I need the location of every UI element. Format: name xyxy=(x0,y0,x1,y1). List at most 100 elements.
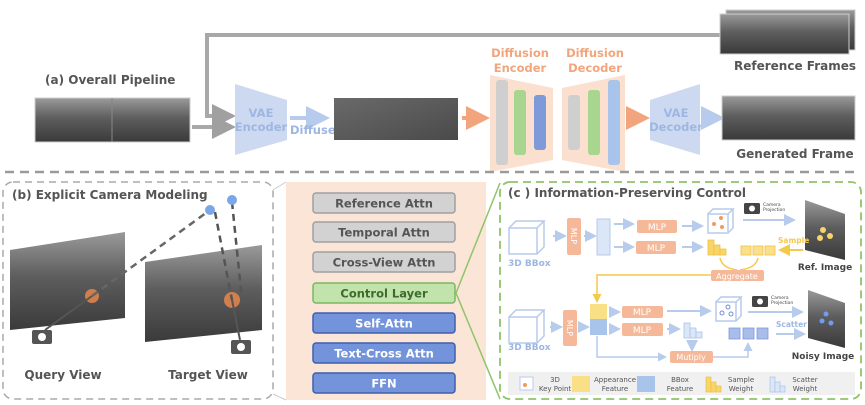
layer-label: Temporal Attn xyxy=(338,226,430,240)
overall-pipeline: (a) Overall Pipeline VAE Encoder Diffuse… xyxy=(34,9,856,172)
blue-bars xyxy=(779,385,786,393)
mlp-box-2 xyxy=(636,241,676,254)
encoder-gray-bar xyxy=(496,80,508,165)
legend xyxy=(508,372,855,395)
layer-label: Reference Attn xyxy=(335,197,433,211)
bbox-label-lower: 3D BBox xyxy=(508,343,551,353)
scatter-point xyxy=(823,311,829,317)
layer-label: FFN xyxy=(371,377,396,391)
reference-frames-label: Reference Frames xyxy=(734,59,856,73)
scatter-label: Scatter xyxy=(776,320,807,329)
control-frame xyxy=(499,181,862,400)
layer-ffn: FFN xyxy=(312,372,456,394)
target-camera-icon xyxy=(231,340,251,354)
zoom-line-top xyxy=(272,181,287,191)
target-ray-1 xyxy=(213,211,234,301)
bbox-to-multiply-arrow xyxy=(596,336,667,362)
legend-label: Feature xyxy=(667,385,693,393)
bbox-label-upper: 3D BBox xyxy=(508,259,551,269)
mlp-vertical-lower xyxy=(563,310,577,346)
layer-box xyxy=(312,221,456,243)
layer-label: Text-Cross Attn xyxy=(334,347,434,361)
mlp-label: MLP xyxy=(648,223,667,233)
query-projection-line xyxy=(44,295,93,331)
encoder-green-bar xyxy=(514,90,526,155)
sample-label: Sample xyxy=(778,236,809,245)
noisy-image xyxy=(808,290,845,348)
multiply-label: Mutiply xyxy=(676,353,706,362)
legend-label: Weight xyxy=(729,385,754,393)
camera-projection-label: Projection xyxy=(763,207,785,213)
vae-decoder-block xyxy=(650,84,700,155)
target-ray-2 xyxy=(230,201,244,301)
appearance-feature-swatch xyxy=(572,376,590,392)
mlp-label: MLP xyxy=(647,244,666,254)
pipeline-title: (a) Overall Pipeline xyxy=(45,73,175,87)
target-view-image xyxy=(145,245,262,342)
query-view-label: Query View xyxy=(24,368,101,382)
diffusion-decoder-label-1: Diffusion xyxy=(566,46,624,60)
layer-cross-view-attn: Cross-View Attn xyxy=(312,251,456,273)
control-title: (c ) Information-Preserving Control xyxy=(508,186,746,200)
layer-text-cross-attn: Text-Cross Attn xyxy=(312,342,456,364)
legend-label: BBox xyxy=(671,376,689,384)
bbox-feature-lower xyxy=(590,319,607,335)
mlp-vertical-upper xyxy=(567,218,581,255)
control-link-bottom xyxy=(455,292,501,400)
query-view-image xyxy=(10,232,125,330)
layer-label: Cross-View Attn xyxy=(333,256,436,270)
legend-label: Feature xyxy=(602,385,628,393)
legend-label: Weight xyxy=(793,385,818,393)
mlp-label: MLP xyxy=(633,326,652,336)
noisy-image-label: Noisy Image xyxy=(792,352,855,362)
scatter-point xyxy=(828,320,834,326)
camera-modeling-frame xyxy=(2,181,274,400)
aggregate-brace xyxy=(719,257,759,271)
multiply-box xyxy=(670,351,713,363)
vae-encoder-block xyxy=(235,84,287,155)
sample-weight-icon xyxy=(707,239,727,256)
encoder-blue-bar xyxy=(534,95,546,150)
target-view-label: Target View xyxy=(168,368,248,382)
aggregate-arrow xyxy=(592,274,711,303)
scattered-feature-cubes xyxy=(728,327,769,340)
legend-label: 3D xyxy=(550,376,560,384)
aggregate-label: Aggregate xyxy=(716,272,758,281)
query-ray xyxy=(91,208,211,298)
camera-projection-label: Camera xyxy=(763,202,781,208)
keypoint-cube-icon xyxy=(715,296,743,322)
bbox-feature-upper xyxy=(596,218,611,256)
mlp-label: MLP xyxy=(569,228,578,244)
layer-box xyxy=(312,192,456,214)
decoder-gray-bar xyxy=(568,95,580,150)
vae-decoder-label-2: Decoder xyxy=(649,120,703,134)
query-camera-icon xyxy=(32,330,52,344)
aggregate-box xyxy=(711,270,764,281)
vae-encoder-label-1: VAE xyxy=(249,106,274,120)
camera-icon-upper xyxy=(744,203,760,214)
legend-label: Sample xyxy=(728,376,754,384)
sample-point xyxy=(827,233,833,239)
control-panel: (c ) Information-Preserving Control 3D B… xyxy=(499,181,862,400)
yellow-bars xyxy=(705,376,712,393)
generated-frame-image xyxy=(721,95,856,141)
layer-self-attn: Self-Attn xyxy=(312,312,456,334)
decoder-green-bar xyxy=(588,90,600,155)
diffusion-encoder-label-2: Encoder xyxy=(494,61,547,75)
multiply-to-cubes-arrow xyxy=(713,342,753,358)
diffusion-encoder-label-1: Diffusion xyxy=(491,46,549,60)
layer-temporal-attn: Temporal Attn xyxy=(312,221,456,243)
diffusion-decoder-label-2: Decoder xyxy=(568,61,622,75)
sample-point xyxy=(820,227,826,233)
keypoint-cube-icon xyxy=(519,376,534,391)
bbox-cube-icon xyxy=(508,220,546,255)
decoder-blue-bar xyxy=(608,80,620,165)
mlp-label: MLP xyxy=(565,320,574,336)
generated-frame-label: Generated Frame xyxy=(736,147,853,161)
layer-box xyxy=(312,342,456,364)
layer-box xyxy=(312,372,456,394)
